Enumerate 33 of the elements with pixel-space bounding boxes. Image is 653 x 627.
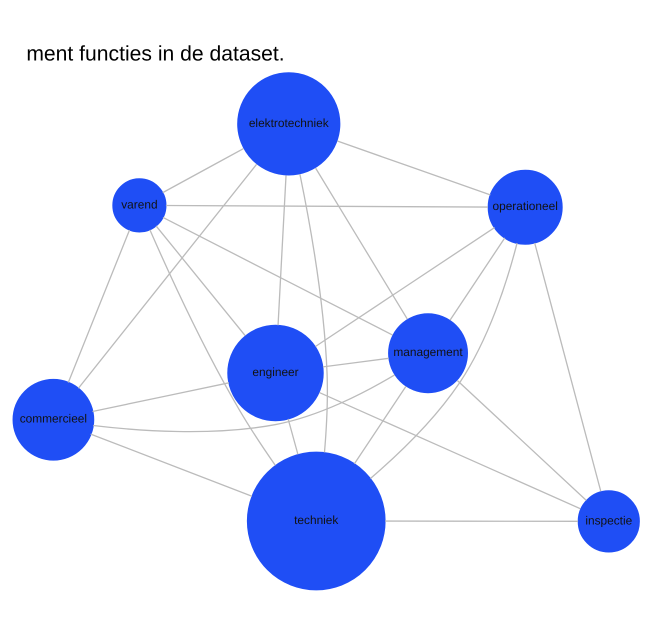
connector <box>534 242 602 491</box>
connector <box>319 391 581 509</box>
connector <box>277 174 287 325</box>
node-circle: management <box>388 312 468 393</box>
connector <box>315 226 495 347</box>
connector <box>92 382 230 412</box>
node-circle: varend <box>112 178 166 232</box>
connector <box>370 242 518 478</box>
node-circle: engineer <box>227 324 324 421</box>
connector <box>166 204 488 208</box>
connector <box>288 418 299 454</box>
node-circle: operationeel <box>488 169 563 244</box>
node-circle: inspectie <box>578 490 640 552</box>
connector <box>162 216 393 336</box>
connector <box>450 236 506 320</box>
connector <box>354 385 407 464</box>
connector <box>162 148 244 193</box>
connector <box>315 167 408 320</box>
connector <box>68 229 130 382</box>
connector <box>78 163 258 388</box>
node-circle: techniek <box>246 451 386 590</box>
node-circle: commercieel <box>12 378 94 460</box>
connector <box>299 173 328 452</box>
connector <box>156 225 246 336</box>
connector <box>385 520 578 522</box>
connector <box>322 357 389 368</box>
connector <box>457 380 587 500</box>
connector <box>337 140 491 196</box>
connector <box>90 432 252 496</box>
node-circle: elektrotechniek <box>237 72 340 175</box>
connector <box>149 229 276 466</box>
caption: ment functies in de dataset. <box>26 42 285 65</box>
connector <box>93 374 395 432</box>
